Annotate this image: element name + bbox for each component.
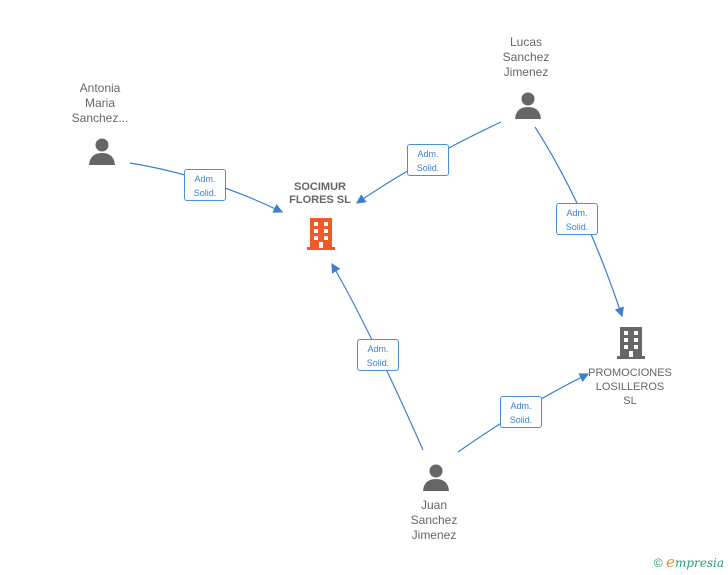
brand-name: empresia bbox=[666, 553, 724, 571]
brand-rest: mpresia bbox=[674, 556, 724, 570]
label-line: PROMOCIONES bbox=[588, 367, 672, 379]
label-line: FLORES SL bbox=[289, 194, 351, 206]
badge-line: Adm. bbox=[510, 401, 532, 411]
person-icon bbox=[515, 92, 541, 119]
person-icon bbox=[423, 464, 449, 491]
person-label-juan[interactable]: Juan Sanchez Jimenez bbox=[411, 498, 458, 543]
badge-line: Solid. bbox=[565, 222, 589, 232]
label-line: Lucas bbox=[509, 35, 543, 49]
edge-badge-lucas-promociones[interactable]: Adm. Solid. bbox=[556, 203, 598, 235]
edge-badge-antonia-socimur[interactable]: Adm. Solid. bbox=[184, 169, 226, 201]
edge-badge-juan-promociones[interactable]: Adm. Solid. bbox=[500, 396, 542, 428]
label-line: Maria bbox=[84, 96, 116, 110]
badge-line: Solid. bbox=[366, 358, 390, 368]
label-line: Sanchez bbox=[502, 50, 550, 64]
badge-line: Adm. bbox=[417, 149, 439, 159]
label-line: Juan bbox=[420, 498, 448, 512]
person-label-lucas[interactable]: Lucas Sanchez Jimenez bbox=[503, 35, 550, 80]
badge-line: Solid. bbox=[416, 163, 440, 173]
badge-line: Solid. bbox=[193, 188, 217, 198]
label-line: SL bbox=[623, 395, 637, 407]
label-line: Antonia bbox=[79, 81, 121, 95]
label-line: Sanchez... bbox=[71, 111, 129, 125]
label-line: Sanchez bbox=[410, 513, 458, 527]
label-line: LOSILLEROS bbox=[595, 381, 665, 393]
edge-badge-lucas-socimur[interactable]: Adm. Solid. bbox=[407, 144, 449, 176]
badge-line: Adm. bbox=[194, 174, 216, 184]
badge-line: Solid. bbox=[509, 415, 533, 425]
copyright-icon: © bbox=[653, 556, 663, 570]
person-icon bbox=[89, 138, 115, 165]
building-icon bbox=[307, 218, 335, 250]
brand-e: e bbox=[666, 553, 675, 571]
empresia-logo[interactable]: © empresia bbox=[654, 553, 724, 571]
label-line: SOCIMUR bbox=[294, 181, 346, 193]
edge-badge-juan-socimur[interactable]: Adm. Solid. bbox=[357, 339, 399, 371]
company-label-socimur[interactable]: SOCIMUR FLORES SL bbox=[289, 181, 351, 207]
label-line: Jimenez bbox=[411, 528, 457, 542]
person-label-antonia[interactable]: Antonia Maria Sanchez... bbox=[72, 81, 129, 126]
building-icon bbox=[617, 327, 645, 359]
badge-line: Adm. bbox=[367, 344, 389, 354]
badge-line: Adm. bbox=[566, 208, 588, 218]
company-label-promociones[interactable]: PROMOCIONES LOSILLEROS SL bbox=[588, 366, 672, 408]
label-line: Jimenez bbox=[503, 65, 549, 79]
